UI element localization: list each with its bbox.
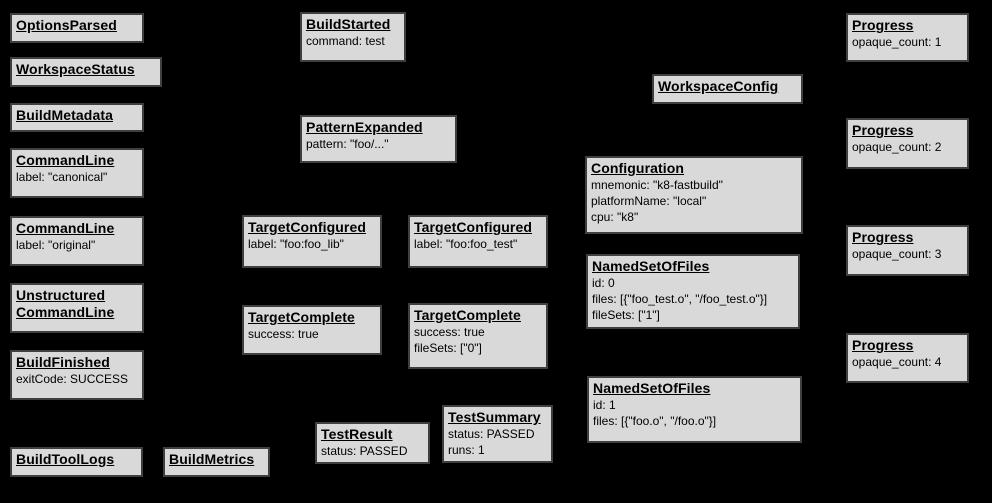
event-node-build-started: BuildStarted command: test (300, 12, 406, 62)
event-node-test-result: TestResult status: PASSED (315, 422, 430, 464)
node-field: label: "canonical" (16, 170, 108, 184)
node-title: OptionsParsed (16, 17, 117, 33)
node-field: fileSets: ["1"] (592, 308, 660, 322)
event-node-named-set-of-files-0: NamedSetOfFiles id: 0 files: [{"foo_test… (586, 254, 800, 329)
node-title: TestResult (321, 426, 393, 442)
event-node-named-set-of-files-1: NamedSetOfFiles id: 1 files: [{"foo.o", … (587, 376, 802, 443)
node-field: platformName: "local" (591, 194, 707, 208)
node-field: files: [{"foo.o", "/foo.o"}] (593, 414, 717, 428)
node-title: TargetConfigured (248, 219, 367, 235)
node-title-line2: CommandLine (16, 304, 115, 320)
node-field: exitCode: SUCCESS (16, 372, 129, 386)
node-field: status: PASSED (321, 444, 408, 458)
node-field: pattern: "foo/..." (306, 137, 389, 151)
node-title: WorkspaceConfig (658, 78, 779, 94)
event-node-workspace-config: WorkspaceConfig (652, 74, 803, 104)
node-title: NamedSetOfFiles (592, 258, 710, 274)
node-field: id: 0 (592, 276, 615, 290)
event-node-progress-2: Progress opaque_count: 2 (846, 118, 969, 169)
node-field: opaque_count: 2 (852, 140, 942, 154)
event-node-test-summary: TestSummary status: PASSED runs: 1 (442, 405, 553, 463)
event-node-unstructured-command-line: Unstructured CommandLine (10, 283, 144, 333)
event-node-configuration: Configuration mnemonic: "k8-fastbuild" p… (585, 156, 803, 234)
event-node-build-tool-logs: BuildToolLogs (10, 447, 143, 477)
event-node-target-complete-foo-lib: TargetComplete success: true (242, 305, 382, 355)
event-node-options-parsed: OptionsParsed (10, 13, 144, 43)
node-field: cpu: "k8" (591, 210, 639, 224)
node-field: runs: 1 (448, 443, 485, 457)
event-node-progress-3: Progress opaque_count: 3 (846, 225, 969, 276)
event-node-command-line-original: CommandLine label: "original" (10, 216, 144, 266)
node-field: success: true (414, 325, 485, 339)
node-field: files: [{"foo_test.o", "/foo_test.o"}] (592, 292, 768, 306)
node-field: opaque_count: 1 (852, 35, 942, 49)
node-field: mnemonic: "k8-fastbuild" (591, 178, 723, 192)
event-node-progress-1: Progress opaque_count: 1 (846, 13, 969, 62)
node-field: command: test (306, 34, 385, 48)
node-title: BuildMetrics (169, 451, 255, 467)
event-node-workspace-status: WorkspaceStatus (10, 57, 162, 87)
event-node-build-finished: BuildFinished exitCode: SUCCESS (10, 350, 144, 400)
event-node-build-metrics: BuildMetrics (163, 447, 270, 477)
node-field: label: "foo:foo_test" (414, 237, 518, 251)
node-title: Progress (852, 122, 914, 138)
node-title: BuildMetadata (16, 107, 113, 123)
node-title: WorkspaceStatus (16, 61, 135, 77)
node-title: NamedSetOfFiles (593, 380, 711, 396)
node-title: BuildStarted (306, 16, 391, 32)
node-title: Progress (852, 229, 914, 245)
node-field: opaque_count: 3 (852, 247, 942, 261)
node-title: Progress (852, 337, 914, 353)
event-node-progress-4: Progress opaque_count: 4 (846, 333, 969, 383)
event-node-build-metadata: BuildMetadata (10, 103, 144, 132)
node-field: label: "foo:foo_lib" (248, 237, 344, 251)
node-title: Progress (852, 17, 914, 33)
node-title: TargetComplete (248, 309, 355, 325)
node-field: label: "original" (16, 238, 96, 252)
node-title: CommandLine (16, 152, 115, 168)
event-node-target-configured-foo-lib: TargetConfigured label: "foo:foo_lib" (242, 215, 382, 268)
node-field: status: PASSED (448, 427, 535, 441)
node-title: CommandLine (16, 220, 115, 236)
node-title: TargetConfigured (414, 219, 533, 235)
node-title: PatternExpanded (306, 119, 423, 135)
node-field: opaque_count: 4 (852, 355, 942, 369)
event-node-command-line-canonical: CommandLine label: "canonical" (10, 148, 144, 198)
node-field: id: 1 (593, 398, 616, 412)
node-title: BuildToolLogs (16, 451, 115, 467)
node-field: fileSets: ["0"] (414, 341, 482, 355)
node-title: TestSummary (448, 409, 541, 425)
node-field: success: true (248, 327, 319, 341)
node-title: BuildFinished (16, 354, 110, 370)
event-node-target-complete-foo-test: TargetComplete success: true fileSets: [… (408, 303, 548, 369)
node-title: Configuration (591, 160, 685, 176)
event-node-pattern-expanded: PatternExpanded pattern: "foo/..." (300, 115, 457, 163)
node-title: Unstructured (16, 287, 106, 303)
event-node-target-configured-foo-test: TargetConfigured label: "foo:foo_test" (408, 215, 548, 268)
node-title: TargetComplete (414, 307, 521, 323)
